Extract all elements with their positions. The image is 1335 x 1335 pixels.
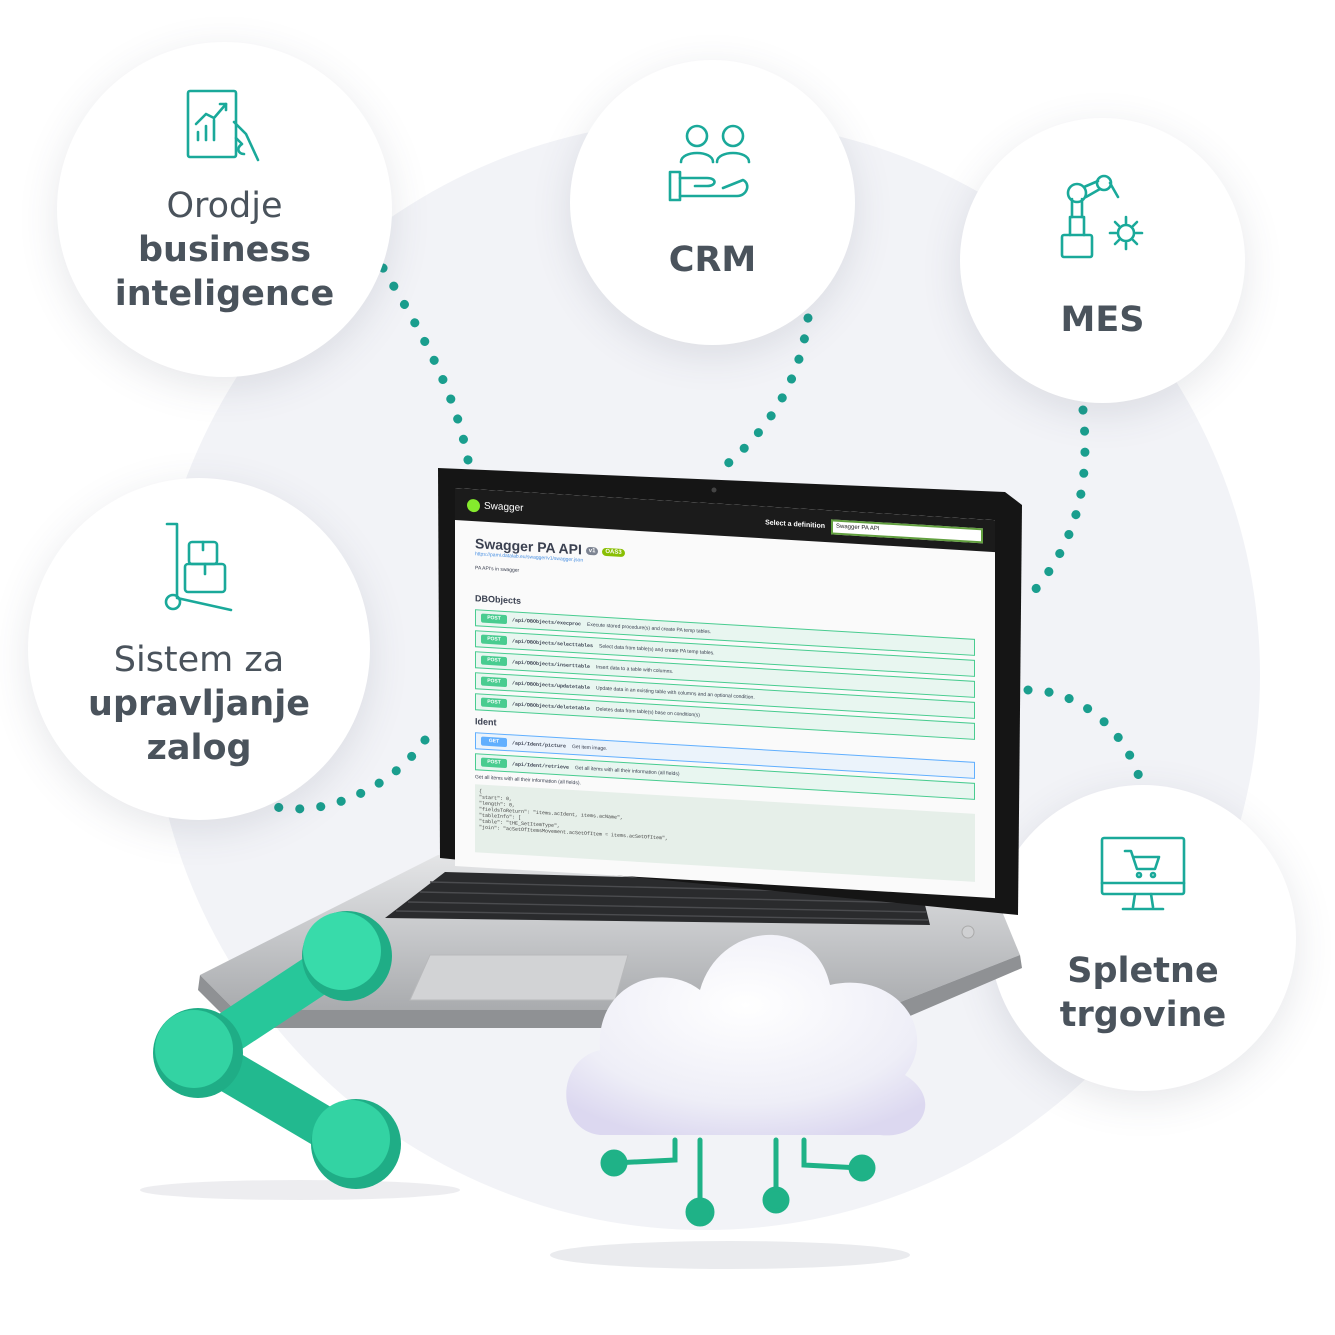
node-inventory-light: Sistem za xyxy=(113,640,285,680)
definition-label: Select a definition xyxy=(765,518,825,530)
node-webshop-bold2: trgovine xyxy=(1059,995,1227,1035)
node-inventory: Sistem za upravljanje zalog xyxy=(28,478,370,820)
connector-webshop xyxy=(1023,685,1145,785)
swagger-logo: Swagger xyxy=(467,498,523,514)
node-bi-light: Orodje xyxy=(166,186,283,226)
version-badge: v1 xyxy=(585,547,599,556)
oas-badge: OAS3 xyxy=(602,548,625,558)
node-bi-bold2: inteligence xyxy=(114,274,335,314)
node-crm-label: CRM xyxy=(668,240,757,280)
connector-mes xyxy=(1023,405,1090,603)
chart-tablet-icon xyxy=(186,89,259,162)
robot-arm-gear-icon xyxy=(1060,174,1143,259)
definition-select[interactable]: Swagger PA API xyxy=(831,518,983,543)
swagger-body: Swagger PA API v1 OAS3 https://pami.data… xyxy=(455,534,995,883)
node-crm: CRM xyxy=(570,60,855,345)
cloud-icon xyxy=(550,934,926,1269)
trackpad xyxy=(409,954,629,1001)
share-icon xyxy=(140,911,460,1200)
customers-hand-icon xyxy=(668,124,750,202)
node-webshop-bold1: Spletne xyxy=(1067,951,1219,991)
node-bi-bold1: business xyxy=(137,230,312,270)
node-business-intelligence: Orodje business inteligence xyxy=(57,42,392,377)
connector-crm xyxy=(715,313,813,475)
swagger-brand: Swagger xyxy=(484,500,524,514)
swagger-screen: Swagger Select a definition Swagger PA A… xyxy=(455,488,995,899)
connector-bi xyxy=(378,263,473,465)
node-mes: MES xyxy=(960,118,1245,403)
monitor-cart-icon xyxy=(1100,836,1186,911)
node-inventory-bold1: upravljanje xyxy=(88,684,310,724)
node-webshop: Spletne trgovine xyxy=(990,785,1296,1091)
connector-inventory xyxy=(263,735,430,814)
node-inventory-bold2: zalog xyxy=(146,728,252,768)
swagger-logo-icon xyxy=(467,498,480,512)
definition-selector: Select a definition Swagger PA API xyxy=(765,515,983,543)
hand-truck-boxes-icon xyxy=(164,522,233,612)
circuit-legs xyxy=(600,1137,876,1227)
node-mes-label: MES xyxy=(1060,300,1145,340)
